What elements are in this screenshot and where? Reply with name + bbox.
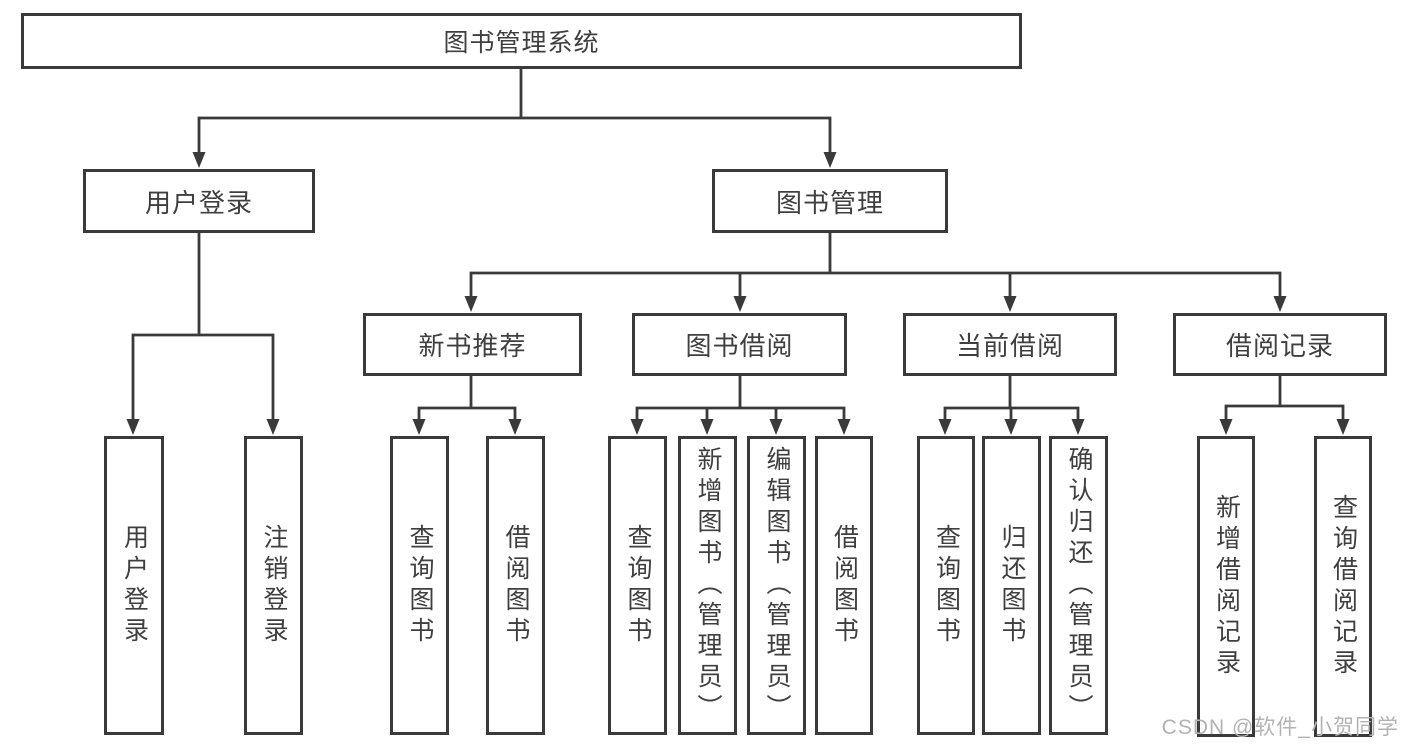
node-leaf-add-borrow-record: 新增借阅记录 <box>1197 436 1255 737</box>
node-root: 图书管理系统 <box>21 13 1022 69</box>
arrow-icon <box>508 419 522 435</box>
node-book-borrow-label: 图书借阅 <box>685 331 794 361</box>
node-new-book-recommend: 新书推荐 <box>363 313 582 376</box>
arrow-icon <box>1219 419 1233 435</box>
node-leaf-add-book-admin: 新增图书（管理员） <box>678 436 737 735</box>
node-root-label: 图书管理系统 <box>443 29 600 57</box>
node-leaf-add-borrow-record-label: 新增借阅记录 <box>1212 493 1241 680</box>
connector-new-book <box>417 374 517 423</box>
csdn-watermark: CSDN @软件_小贺同学 <box>1161 716 1399 739</box>
node-leaf-edit-book-admin: 编辑图书（管理员） <box>747 436 806 735</box>
node-leaf-logout-label: 注销登录 <box>260 523 288 648</box>
arrow-icon <box>1003 296 1017 312</box>
node-leaf-edit-book-admin-label: 编辑图书（管理员） <box>763 446 791 725</box>
connector-current-borrow <box>943 374 1080 423</box>
node-leaf-query-books-borrow: 查询图书 <box>608 436 667 735</box>
arrow-icon <box>823 152 837 168</box>
node-borrow-records-label: 借阅记录 <box>1225 331 1334 361</box>
connector-book-borrow <box>635 374 846 423</box>
arrowheads <box>126 152 1350 435</box>
connector-book-management <box>469 231 1282 300</box>
node-leaf-confirm-return-admin: 确认归还（管理员） <box>1049 436 1108 735</box>
arrow-icon <box>733 296 747 312</box>
node-leaf-confirm-return-admin-label: 确认归还（管理员） <box>1065 446 1093 725</box>
arrow-icon <box>837 419 851 435</box>
arrow-icon <box>192 152 206 168</box>
arrow-icon <box>769 419 783 435</box>
connector-user-login <box>131 231 275 423</box>
arrow-icon <box>412 419 426 435</box>
node-leaf-borrow-books-label: 借阅图书 <box>830 523 859 648</box>
arrow-icon <box>700 419 714 435</box>
arrow-icon <box>1071 419 1085 435</box>
node-leaf-return-book: 归还图书 <box>982 436 1041 735</box>
node-leaf-query-books-recommend: 查询图书 <box>390 436 449 735</box>
node-book-borrow: 图书借阅 <box>632 313 847 376</box>
node-leaf-query-borrow-record: 查询借阅记录 <box>1314 436 1372 737</box>
arrow-icon <box>938 419 952 435</box>
arrow-icon <box>1336 419 1350 435</box>
connector-root <box>197 67 832 155</box>
arrow-icon <box>464 296 478 312</box>
node-leaf-borrow-books-recommend: 借阅图书 <box>486 436 545 735</box>
node-leaf-query-borrow-record-label: 查询借阅记录 <box>1329 493 1358 680</box>
node-current-borrow: 当前借阅 <box>903 313 1117 376</box>
node-leaf-user-login-label: 用户登录 <box>120 523 149 648</box>
node-borrow-records: 借阅记录 <box>1173 313 1387 376</box>
node-leaf-query-books-current: 查询图书 <box>917 436 975 735</box>
connector-borrow-records <box>1224 374 1345 423</box>
node-leaf-borrow-books: 借阅图书 <box>815 436 873 735</box>
node-leaf-query-books-current-label: 查询图书 <box>932 523 961 648</box>
arrow-icon <box>1273 296 1287 312</box>
node-current-borrow-label: 当前借阅 <box>955 331 1064 361</box>
arrow-icon <box>266 419 280 435</box>
node-new-book-recommend-label: 新书推荐 <box>418 331 527 361</box>
arrow-icon <box>630 419 644 435</box>
node-leaf-query-books-borrow-label: 查询图书 <box>624 523 652 648</box>
node-leaf-user-login: 用户登录 <box>104 436 164 735</box>
node-user-login-label: 用户登录 <box>144 187 253 218</box>
node-leaf-query-books-recommend-label: 查询图书 <box>406 523 434 648</box>
node-leaf-return-book-label: 归还图书 <box>998 523 1026 648</box>
node-leaf-add-book-admin-label: 新增图书（管理员） <box>694 446 722 725</box>
node-leaf-logout: 注销登录 <box>244 436 303 735</box>
node-book-management: 图书管理 <box>712 169 948 233</box>
arrow-icon <box>126 419 140 435</box>
node-leaf-borrow-books-recommend-label: 借阅图书 <box>502 523 530 648</box>
node-book-management-label: 图书管理 <box>775 187 884 218</box>
arrow-icon <box>1004 419 1018 435</box>
node-user-login: 用户登录 <box>83 169 315 233</box>
